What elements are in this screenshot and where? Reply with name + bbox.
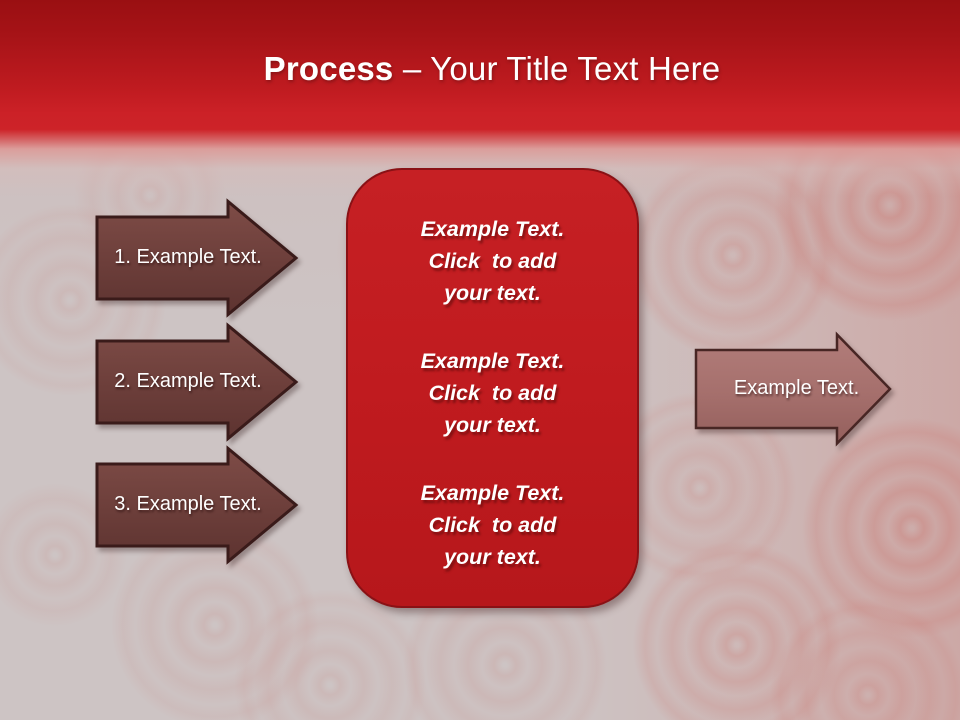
center-text-panel[interactable]: Example Text. Click to add your text. Ex…: [346, 168, 639, 608]
step-1-label: 1. Example Text.: [114, 245, 262, 268]
right-arrow-shape: [694, 331, 892, 447]
step-2-label: 2. Example Text.: [114, 369, 262, 392]
right-arrow-shape: [95, 198, 299, 318]
panel-text-block-2: Example Text. Click to add your text.: [420, 349, 565, 437]
right-arrow-shape: [95, 322, 299, 442]
right-arrow-shape: [95, 445, 299, 565]
process-step-3-arrow[interactable]: 3. Example Text.: [95, 445, 299, 565]
slide-title: Process – Your Title Text Here: [0, 50, 960, 88]
slide-title-emphasis: Process: [263, 50, 394, 87]
panel-text-block-3: Example Text. Click to add your text.: [420, 481, 565, 569]
output-arrow[interactable]: Example Text.: [694, 331, 892, 447]
slide-title-rest: – Your Title Text Here: [393, 50, 721, 87]
process-step-1-arrow[interactable]: 1. Example Text.: [95, 198, 299, 318]
step-3-label: 3. Example Text.: [114, 492, 262, 515]
process-step-2-arrow[interactable]: 2. Example Text.: [95, 322, 299, 442]
output-arrow-label: Example Text.: [733, 376, 860, 399]
panel-text-block-1: Example Text. Click to add your text.: [420, 217, 565, 305]
title-banner: Process – Your Title Text Here: [0, 0, 960, 196]
